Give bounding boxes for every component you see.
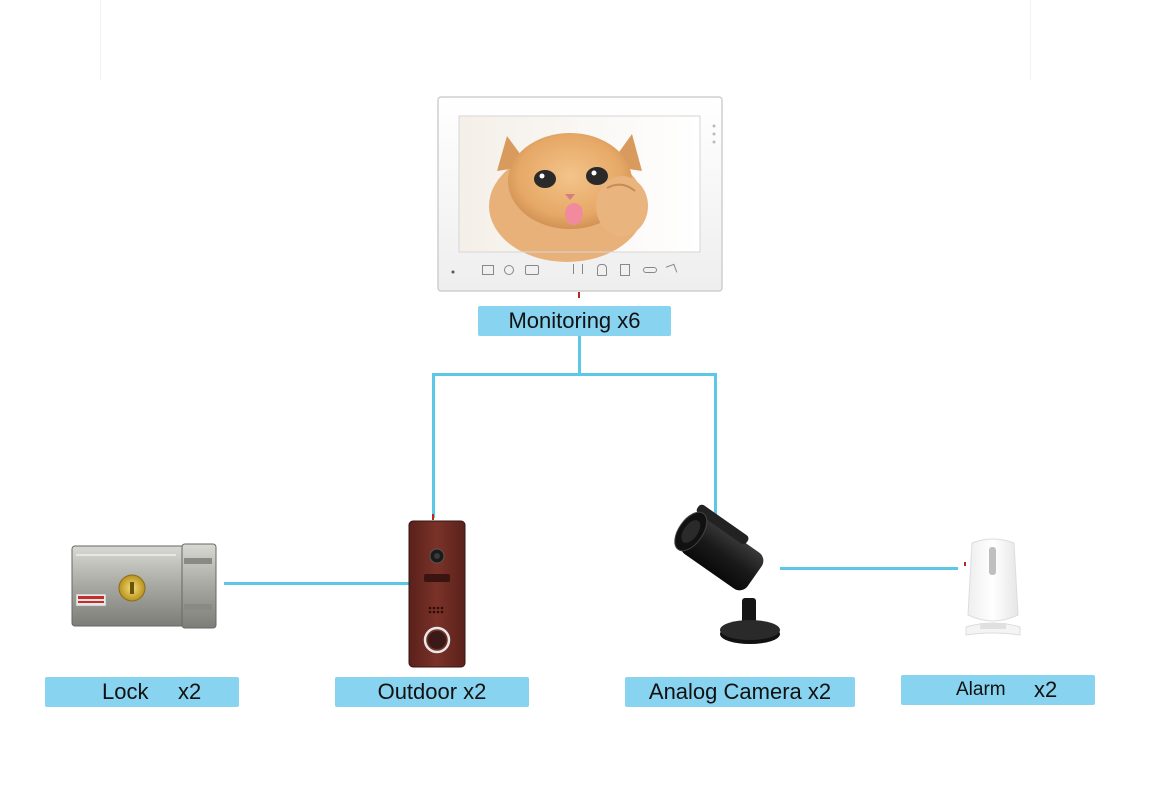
indoor-monitor-graphic: [437, 96, 723, 292]
alarm-label: Alarm x2: [901, 675, 1095, 705]
lock-label-name: Lock: [102, 679, 149, 704]
camera-icon[interactable]: [525, 265, 539, 275]
outdoor-label: Outdoor x2: [335, 677, 529, 707]
monitor-icon[interactable]: [573, 264, 583, 274]
lock-label: Lock x2: [45, 677, 239, 707]
outdoor-label-text: Outdoor x2: [377, 679, 487, 704]
wire-to-outdoor: [432, 373, 435, 518]
indoor-monitor: [437, 96, 723, 292]
monitor-connector-dot: [578, 292, 580, 298]
electric-lock: [70, 542, 220, 630]
pir-alarm-sensor: [960, 535, 1026, 641]
pir-alarm-graphic: [965, 538, 1021, 636]
settings-icon[interactable]: [504, 265, 514, 275]
bullet-camera: [662, 500, 782, 650]
frame-line-right: [1030, 0, 1031, 80]
wire-camera-alarm: [780, 567, 958, 570]
electric-lock-graphic: [71, 543, 217, 629]
door-icon[interactable]: [620, 264, 630, 276]
alarm-label-qty: x2: [1034, 677, 1058, 702]
kitten-image: [489, 133, 648, 262]
key-icon[interactable]: [643, 267, 657, 273]
wire-to-camera: [714, 373, 717, 515]
frame-line-left: [100, 0, 101, 80]
wire-hub-down: [578, 334, 581, 376]
monitor-button-row: [477, 263, 687, 278]
alarm-label-name: Alarm: [956, 679, 1006, 700]
person-icon[interactable]: [597, 264, 607, 276]
camera-label-text: Analog Camera x2: [648, 679, 832, 704]
menu-icon[interactable]: [482, 265, 494, 275]
bullet-camera-graphic: [674, 504, 780, 644]
camera-label: Analog Camera x2: [625, 677, 855, 707]
hub-label-text: Monitoring x6: [508, 308, 641, 333]
alarm-connector-dot: [964, 562, 966, 566]
lock-label-qty: x2: [178, 679, 202, 704]
wire-hub-horizontal: [432, 373, 717, 376]
outdoor-connector-dot: [432, 514, 434, 520]
hub-label: Monitoring x6: [478, 306, 671, 336]
doorbell-outdoor-station: [408, 520, 466, 668]
wire-lock-outdoor: [224, 582, 410, 585]
phone-icon[interactable]: [665, 263, 678, 276]
outdoor-station-graphic: [408, 520, 466, 668]
